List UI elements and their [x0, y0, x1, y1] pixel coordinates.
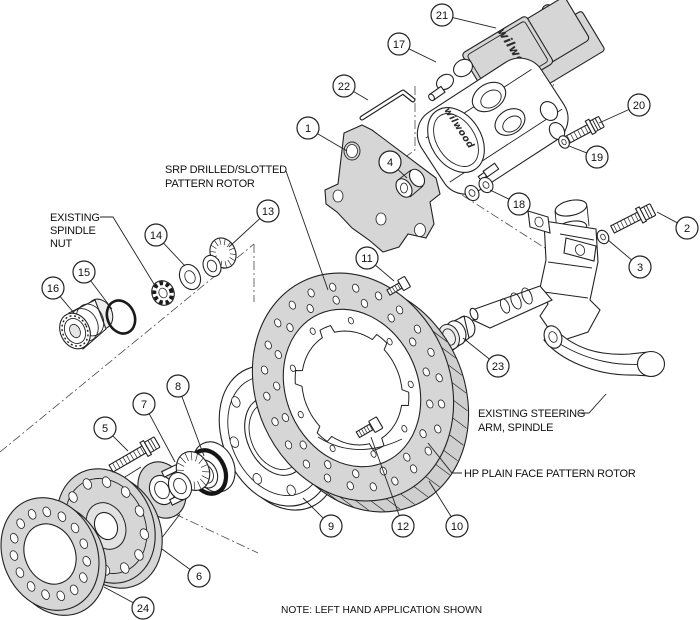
callout-10: 10 — [428, 480, 469, 538]
svg-text:5: 5 — [102, 423, 108, 435]
washer-3 — [596, 229, 610, 245]
hub-bolt — [108, 436, 161, 473]
allen-wrench — [359, 89, 416, 121]
svg-text:8: 8 — [175, 381, 181, 393]
svg-text:3: 3 — [637, 262, 643, 274]
rotor-bolt-12 — [355, 416, 384, 439]
svg-text:19: 19 — [591, 152, 603, 164]
svg-text:22: 22 — [338, 81, 350, 93]
callout-12: 12 — [370, 436, 415, 538]
spindle-washer-14 — [178, 263, 202, 291]
callout-8: 8 — [166, 374, 205, 457]
label-steering-arm-line2: ARM, SPINDLE — [478, 422, 553, 434]
callout-2: 2 — [656, 211, 699, 240]
callout-19: 19 — [568, 145, 609, 169]
svg-text:4: 4 — [387, 157, 393, 169]
mount-washers — [464, 176, 494, 202]
callout-9: 9 — [302, 497, 343, 538]
svg-text:2: 2 — [684, 223, 690, 235]
washer-19 — [558, 135, 570, 149]
spacer-bushing — [395, 168, 426, 198]
adapter-plate — [0, 497, 107, 616]
o-ring — [105, 299, 137, 335]
svg-text:21: 21 — [436, 10, 448, 22]
dust-cap-16 — [59, 298, 114, 350]
svg-text:13: 13 — [262, 206, 274, 218]
label-hp-rotor: HP PLAIN FACE PATTERN ROTOR — [464, 468, 636, 480]
caliper-bolt-upper — [563, 116, 605, 145]
callout-3: 3 — [607, 239, 652, 279]
label-steering-arm-line1: EXISTING STEERING — [478, 408, 585, 420]
label-spindle-nut-line3: NUT — [50, 238, 72, 250]
svg-text:24: 24 — [137, 603, 149, 615]
svg-text:15: 15 — [78, 267, 90, 279]
callout-15: 15 — [72, 260, 113, 310]
callout-14: 14 — [144, 223, 186, 267]
label-spindle-nut-line2: SPINDLE — [50, 225, 96, 237]
spindle-bolt-upper — [609, 203, 656, 234]
callout-4: 4 — [378, 150, 408, 179]
spindle-castle-nut — [151, 280, 175, 306]
svg-text:6: 6 — [196, 571, 202, 583]
svg-text:16: 16 — [47, 283, 59, 295]
callout-11: 11 — [355, 246, 395, 282]
label-srp-rotor-line1: SRP DRILLED/SLOTTED — [165, 164, 287, 176]
callout-20: 20 — [598, 93, 651, 124]
note-left-hand: NOTE: LEFT HAND APPLICATION SHOWN — [281, 605, 482, 616]
callout-17: 17 — [387, 32, 437, 63]
inner-bearing — [167, 451, 211, 501]
callout-13: 13 — [228, 199, 280, 248]
callout-6: 6 — [161, 548, 211, 588]
svg-text:11: 11 — [361, 253, 372, 265]
svg-text:17: 17 — [393, 39, 405, 51]
svg-text:9: 9 — [328, 521, 334, 533]
callout-16: 16 — [41, 276, 75, 314]
rotor-bolt-11 — [386, 276, 411, 296]
label-leaders — [100, 170, 607, 474]
callout-23: 23 — [462, 337, 510, 378]
brake-caliper: wilwood — [416, 57, 569, 195]
label-srp-rotor-line2: PATTERN ROTOR — [165, 178, 255, 190]
svg-text:20: 20 — [633, 100, 645, 112]
callout-5: 5 — [93, 416, 129, 452]
svg-text:12: 12 — [397, 521, 409, 533]
svg-text:23: 23 — [492, 361, 504, 373]
svg-text:10: 10 — [451, 521, 463, 533]
callout-7: 7 — [132, 392, 176, 463]
svg-text:14: 14 — [150, 230, 162, 242]
spindle-dust-cap — [438, 315, 476, 351]
callout-21: 21 — [430, 3, 497, 29]
spindle-steering-knuckle — [469, 199, 666, 378]
callout-24: 24 — [103, 586, 155, 620]
callout-22: 22 — [332, 74, 369, 101]
callout-1: 1 — [296, 116, 348, 152]
svg-text:18: 18 — [513, 199, 525, 211]
callout-18: 18 — [489, 189, 531, 216]
svg-text:7: 7 — [141, 399, 147, 411]
svg-text:1: 1 — [305, 123, 311, 135]
outer-bearing-13 — [202, 237, 237, 278]
text-labels: SRP DRILLED/SLOTTED PATTERN ROTOR EXISTI… — [50, 164, 636, 616]
label-spindle-nut-line1: EXISTING — [50, 212, 100, 224]
brake-rotor — [251, 272, 470, 513]
